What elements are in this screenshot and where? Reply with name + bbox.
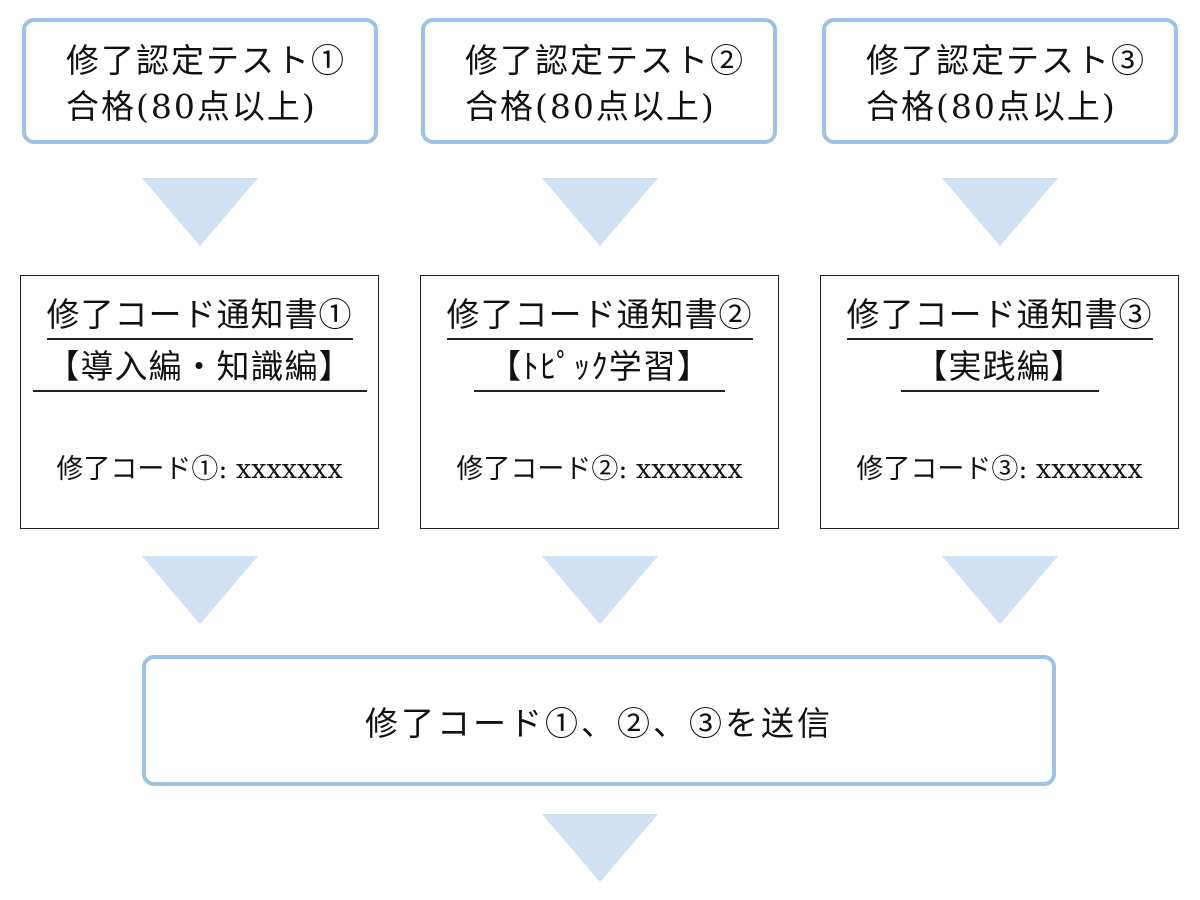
submit-codes-box: 修了コード①、②、③を送信 xyxy=(142,655,1056,786)
test-title: 修了認定テスト① xyxy=(66,41,346,80)
down-arrow-icon xyxy=(542,814,658,882)
test-pass-box-3: 修了認定テスト③ 合格(80点以上) xyxy=(822,18,1178,144)
down-arrow-icon xyxy=(542,556,658,624)
test-pass-box-1: 修了認定テスト① 合格(80点以上) xyxy=(22,18,378,144)
down-arrow-icon xyxy=(142,556,258,624)
notice-subtitle: 【実践編】 xyxy=(900,346,1099,392)
test-pass-box-2: 修了認定テスト② 合格(80点以上) xyxy=(421,18,777,144)
test-title: 修了認定テスト② xyxy=(465,41,745,80)
completion-code-notice-1: 修了コード通知書① 【導入編・知識編】 修了コード①: xxxxxxx xyxy=(20,275,379,529)
notice-title: 修了コード通知書② xyxy=(446,294,753,340)
completion-code-line: 修了コード②: xxxxxxx xyxy=(456,454,743,485)
notice-subtitle: 【導入編・知識編】 xyxy=(32,346,367,392)
test-pass-condition: 合格(80点以上) xyxy=(66,87,317,126)
completion-code-notice-3: 修了コード通知書③ 【実践編】 修了コード③: xxxxxxx xyxy=(820,275,1179,529)
completion-code-line: 修了コード①: xxxxxxx xyxy=(56,454,343,485)
completion-code-line: 修了コード③: xxxxxxx xyxy=(856,454,1143,485)
submit-codes-label: 修了コード①、②、③を送信 xyxy=(365,703,833,743)
notice-subtitle: 【ﾄﾋﾟｯｸ学習】 xyxy=(474,346,725,392)
down-arrow-icon xyxy=(942,178,1058,246)
down-arrow-icon xyxy=(142,178,258,246)
notice-title: 修了コード通知書① xyxy=(46,294,353,340)
test-pass-condition: 合格(80点以上) xyxy=(465,87,716,126)
down-arrow-icon xyxy=(942,556,1058,624)
notice-title: 修了コード通知書③ xyxy=(846,294,1153,340)
completion-code-notice-2: 修了コード通知書② 【ﾄﾋﾟｯｸ学習】 修了コード②: xxxxxxx xyxy=(420,275,779,529)
down-arrow-icon xyxy=(542,178,658,246)
test-pass-condition: 合格(80点以上) xyxy=(866,87,1117,126)
test-title: 修了認定テスト③ xyxy=(866,41,1146,80)
